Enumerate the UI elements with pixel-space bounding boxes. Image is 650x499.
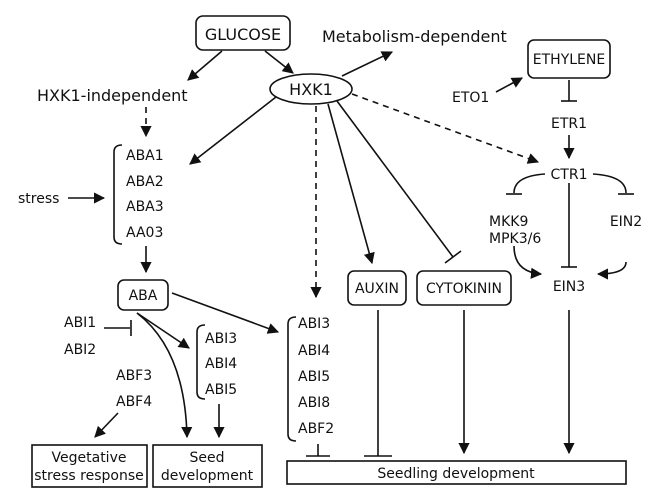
abi2-label: ABI2 (64, 342, 96, 358)
edge-glucose-hxk1 (264, 50, 294, 74)
edge-hxk1-auxin (327, 103, 375, 265)
edge-hxk1-abagenes (189, 96, 277, 165)
edge-ctr1-mkk9 (513, 173, 546, 194)
aba-box (117, 279, 169, 311)
metabolism-dependent-label: Metabolism-dependent (322, 27, 507, 46)
abf4-label: ABF4 (116, 394, 152, 410)
abi3-a-label: ABI3 (205, 331, 237, 347)
edge-hxk1-cytokinin (336, 100, 454, 258)
edge-ctr1-ein2 (592, 173, 627, 194)
aba2-label: ABA2 (126, 174, 164, 190)
edge-glucose-hxk1indep (187, 50, 223, 81)
edge-aba-seed (136, 312, 193, 439)
edge-hxk1-metabolism (341, 51, 394, 77)
edge-aba-abi345b (171, 292, 280, 334)
mkk9-label: MKK9 (489, 214, 528, 230)
stress-label: stress (18, 191, 59, 207)
edge-abf4-vegetative (94, 412, 119, 438)
hxk1-label: HXK1 (289, 80, 333, 99)
ein2-label: EIN2 (610, 214, 642, 230)
aba-genes-brace (113, 144, 123, 245)
edge-hxk1-ctr1 (351, 93, 540, 164)
edge-mkk9-ein3 (513, 245, 543, 279)
glucose-box (195, 15, 291, 51)
hxk1-ellipse (269, 73, 353, 105)
seed-box (152, 444, 263, 488)
cytokinin-box (416, 270, 512, 306)
auxin-label: AUXIN (355, 281, 399, 297)
abi5-b-label: ABI5 (298, 369, 330, 385)
eto1-label: ETO1 (452, 90, 489, 106)
ethylene-label: ETHYLENE (533, 52, 605, 68)
seed-label-line2: development (161, 468, 254, 484)
vegetative-box (31, 444, 148, 488)
abf3-label: ABF3 (116, 368, 152, 384)
abi8-label: ABI8 (298, 395, 330, 411)
abi4-b-label: ABI4 (298, 343, 330, 359)
edge-ein2-ein3 (596, 261, 627, 280)
ein3-label: EIN3 (553, 279, 585, 295)
vegetative-label-line2: stress response (34, 468, 143, 484)
abi5-a-label: ABI5 (205, 382, 237, 398)
aba1-label: ABA1 (126, 148, 164, 164)
abi1-label: ABI1 (64, 315, 96, 331)
ethylene-box (527, 39, 611, 79)
edge-eto1-ethylene (495, 77, 523, 93)
aba3-label: ABA3 (126, 199, 164, 215)
seedling-label: Seedling development (377, 466, 535, 482)
aa03-label: AA03 (126, 225, 163, 241)
abi345-brace (196, 324, 206, 400)
mpk36-label: MPK3/6 (489, 231, 541, 247)
abi-abf-brace (287, 316, 297, 442)
hxk1-independent-label: HXK1-independent (37, 86, 188, 105)
seedling-box (286, 460, 627, 485)
glucose-label: GLUCOSE (205, 25, 281, 44)
abf2-label: ABF2 (298, 421, 334, 437)
cytokinin-label: CYTOKININ (426, 281, 502, 297)
abi4-a-label: ABI4 (205, 356, 237, 372)
auxin-box (347, 270, 407, 306)
aba-label: ABA (129, 288, 158, 304)
vegetative-label-line1: Vegetative (52, 450, 127, 466)
abi3-b-label: ABI3 (298, 316, 330, 332)
etr1-label: ETR1 (551, 116, 587, 132)
edge-aba-abi345a (136, 312, 190, 349)
seed-label-line1: Seed (190, 450, 225, 466)
tbar-cytokinin (444, 250, 462, 264)
ctr1-label: CTR1 (551, 167, 588, 183)
